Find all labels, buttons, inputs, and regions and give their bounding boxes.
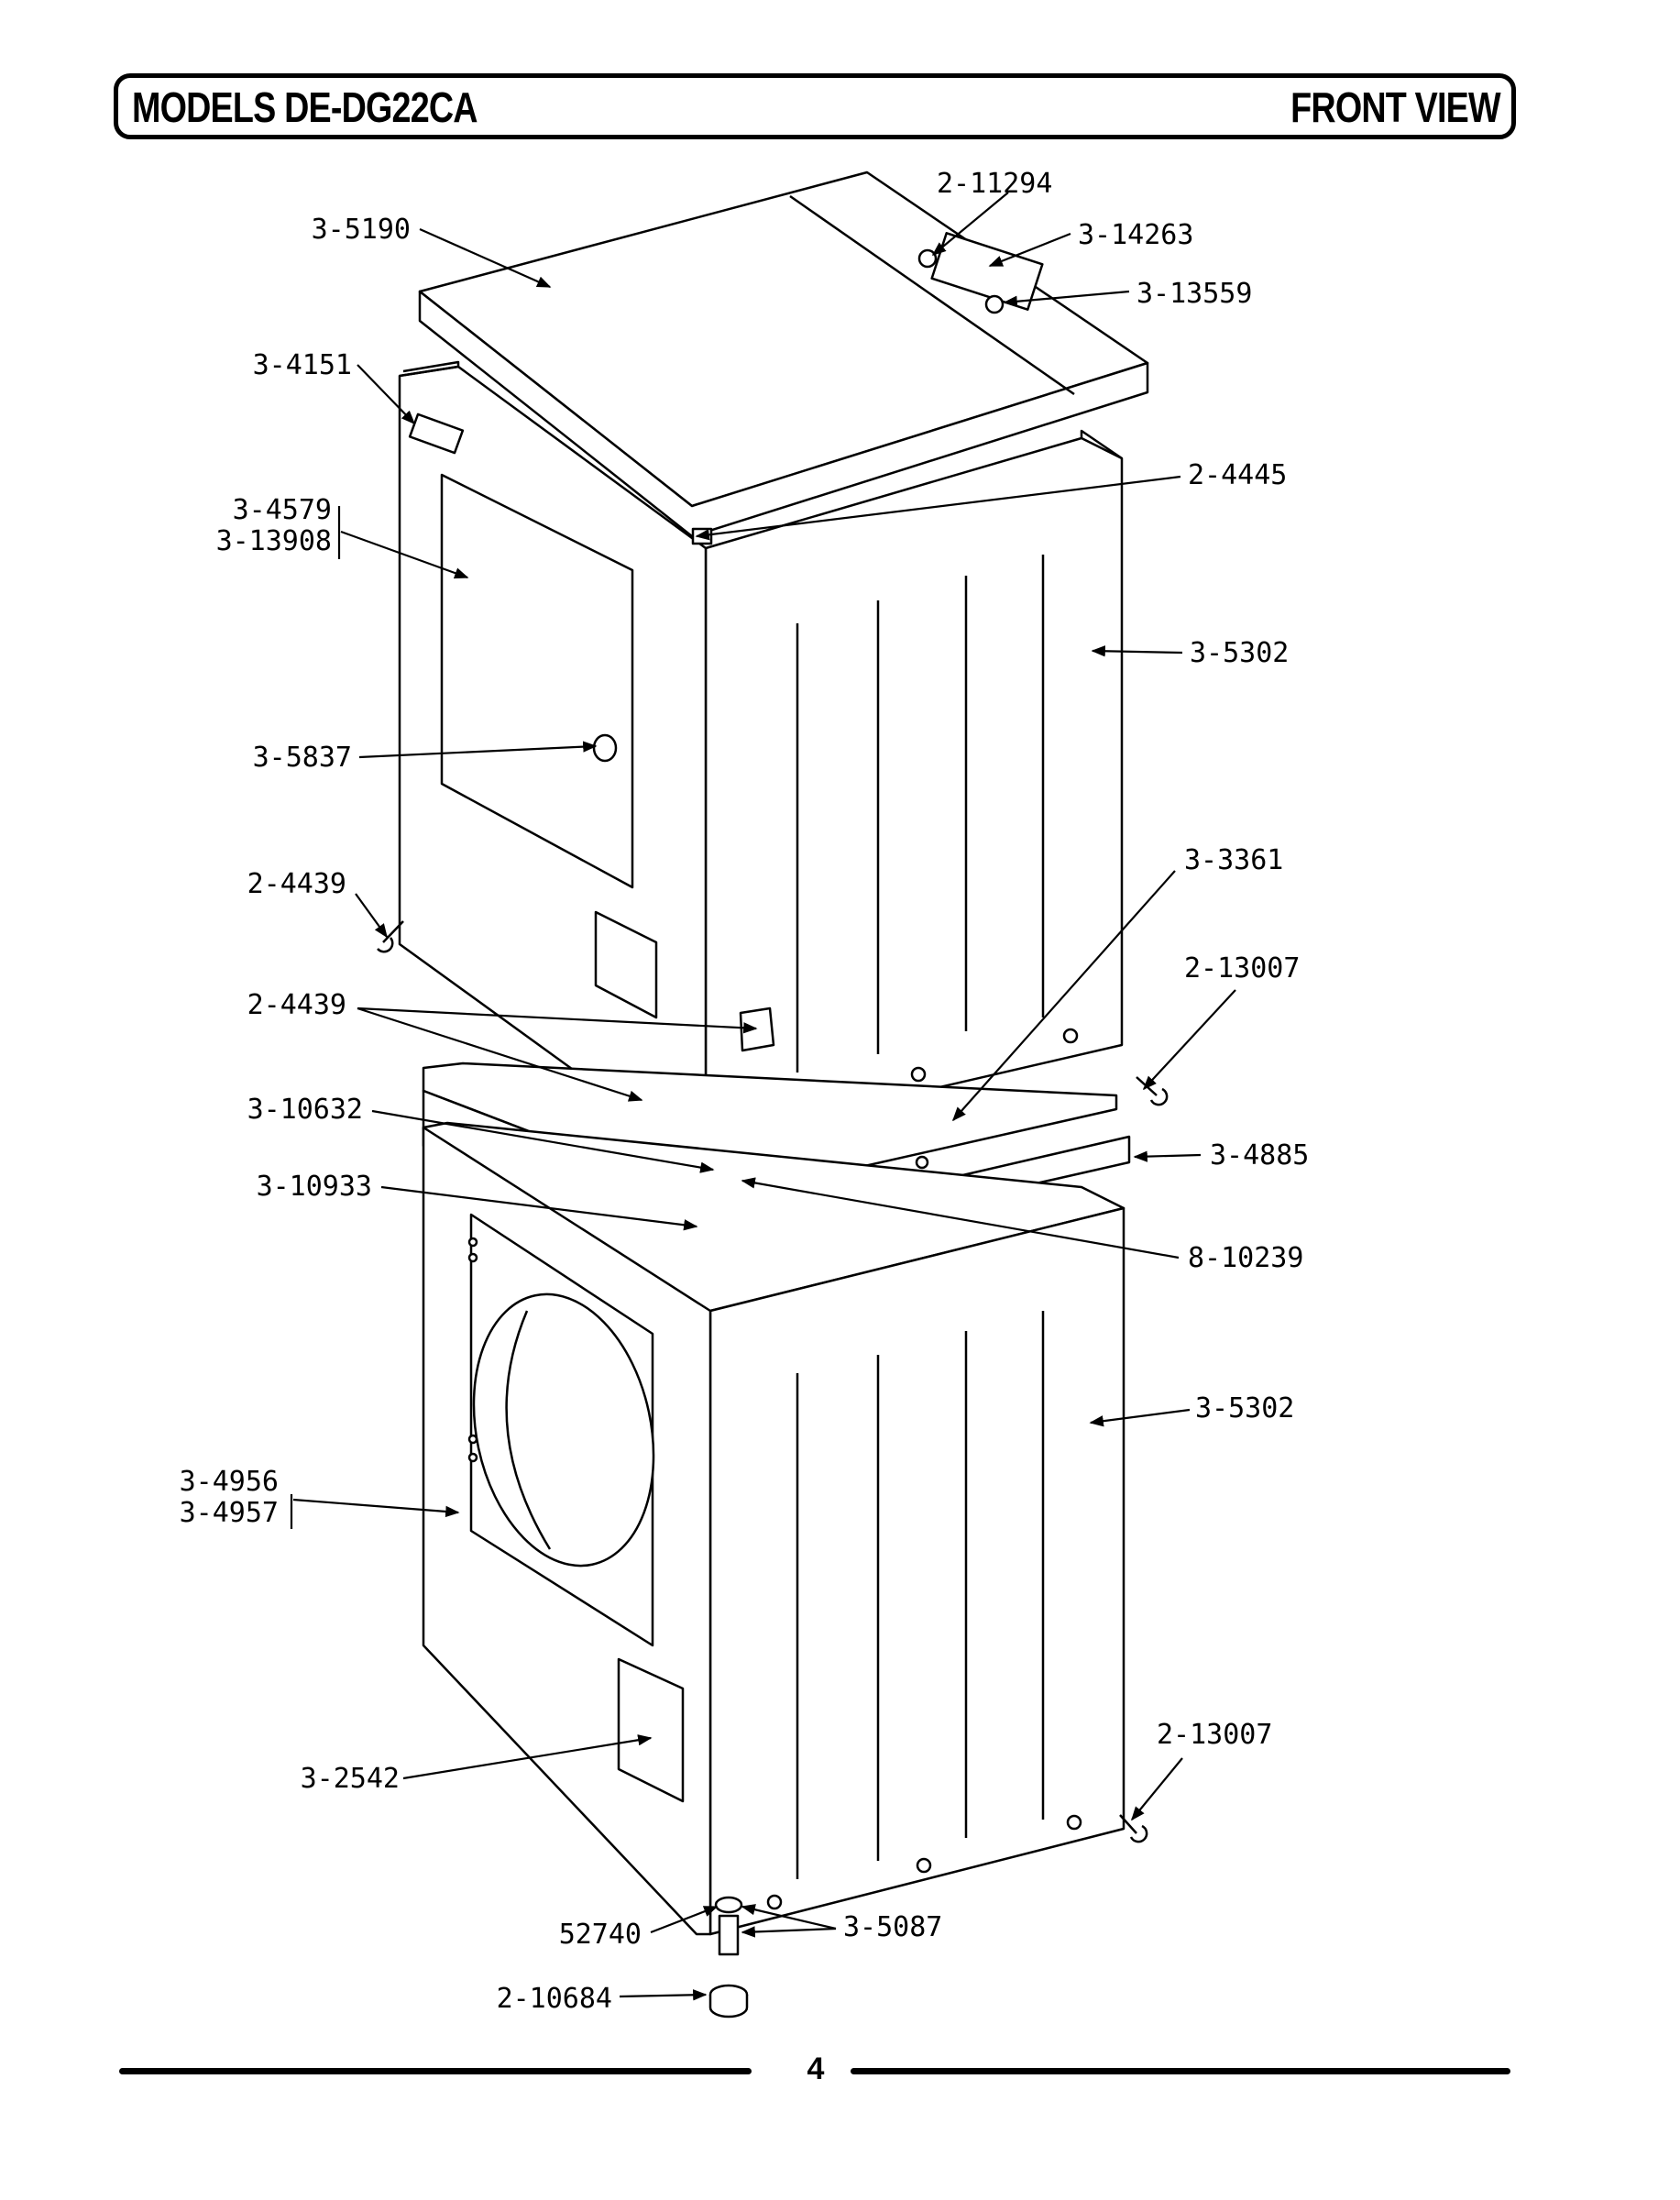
- callout-access-panel: 3-2542: [301, 1763, 400, 1795]
- upper-cabinet-back: [1080, 429, 1123, 460]
- page-number: 4: [807, 2052, 825, 2086]
- top-cover-plate-shape: [930, 232, 1044, 311]
- upper-front-left-edge: [399, 360, 460, 378]
- top-panel-ridge: [789, 194, 1075, 396]
- callout-screw-pair: 2-4439: [247, 989, 346, 1021]
- door-button-shape: [592, 733, 618, 763]
- callout-top-cover-plate: 3-14263: [1078, 219, 1193, 251]
- callout-stack-frame: 3-4885: [1210, 1139, 1309, 1172]
- callout-lower-door-a: 3-4956: [180, 1466, 279, 1498]
- callout-gas-part-a: 3-10632: [247, 1094, 363, 1126]
- callout-top-plate-screw: 3-13559: [1136, 278, 1252, 310]
- callout-side-screw-upper: 2-13007: [1184, 952, 1300, 984]
- callout-screw-left: 2-4439: [247, 868, 346, 900]
- view-title: FRONT VIEW: [1290, 83, 1500, 131]
- top-panel-edge: [418, 290, 1149, 538]
- callout-top-panel: 3-5190: [312, 214, 411, 246]
- top-plate-screw-shape: [984, 294, 1005, 314]
- upper-label-shape: [408, 412, 465, 455]
- upper-door-window: [440, 473, 634, 889]
- lower-dryer-drawing: [422, 1121, 1148, 2018]
- leg-nut-shape: [714, 1896, 743, 1914]
- callout-upper-door-b: 3-13908: [216, 525, 332, 557]
- leg-cap-body: [708, 1995, 749, 2018]
- side-screw-lower-shape: [1119, 1814, 1148, 1843]
- callout-lower-cabinet: 3-5302: [1195, 1392, 1294, 1424]
- callout-labels: 3-5190 2-11294 3-14263 3-13559 3-4151 3-…: [180, 168, 1310, 2015]
- footer-rule-right: [851, 2068, 1510, 2074]
- callout-upper-label: 3-4151: [253, 349, 352, 381]
- top-screw-shape: [917, 248, 938, 269]
- lower-cabinet-side: [708, 1206, 1125, 1936]
- callout-upper-cabinet: 3-5302: [1190, 637, 1289, 669]
- stack-bracket-shape: [739, 1006, 775, 1052]
- callout-leg-cap: 2-10684: [497, 1983, 612, 2015]
- lower-access-panel: [617, 1657, 685, 1803]
- upper-dryer-drawing: [377, 170, 1169, 1148]
- lower-door-glass-inner: [505, 1310, 552, 1550]
- callout-corner-clip: 2-4445: [1188, 459, 1287, 491]
- lower-door-glass: [472, 1292, 655, 1568]
- callout-fitting: 8-10239: [1188, 1242, 1303, 1274]
- callout-leg-nut: 52740: [559, 1919, 642, 1951]
- callout-gas-part-b: 3-10933: [257, 1171, 372, 1203]
- callout-stack-bracket: 3-3361: [1184, 844, 1283, 876]
- screw-left-shape: [377, 920, 404, 953]
- callout-upper-door-a: 3-4579: [233, 494, 332, 526]
- callout-lower-door-b: 3-4957: [180, 1497, 279, 1529]
- leg-shape: [718, 1914, 740, 1956]
- footer-rule-left: [119, 2068, 752, 2074]
- callout-door-button: 3-5837: [253, 742, 352, 774]
- models-title: MODELS DE-DG22CA: [132, 83, 478, 131]
- upper-access-panel: [594, 910, 658, 1019]
- callout-leg: 3-5087: [843, 1911, 942, 1943]
- callout-top-screw: 2-11294: [937, 168, 1052, 200]
- header-frame: [114, 73, 1516, 139]
- leader-lines: [290, 192, 1236, 2001]
- callout-side-screw-lower: 2-13007: [1157, 1719, 1272, 1751]
